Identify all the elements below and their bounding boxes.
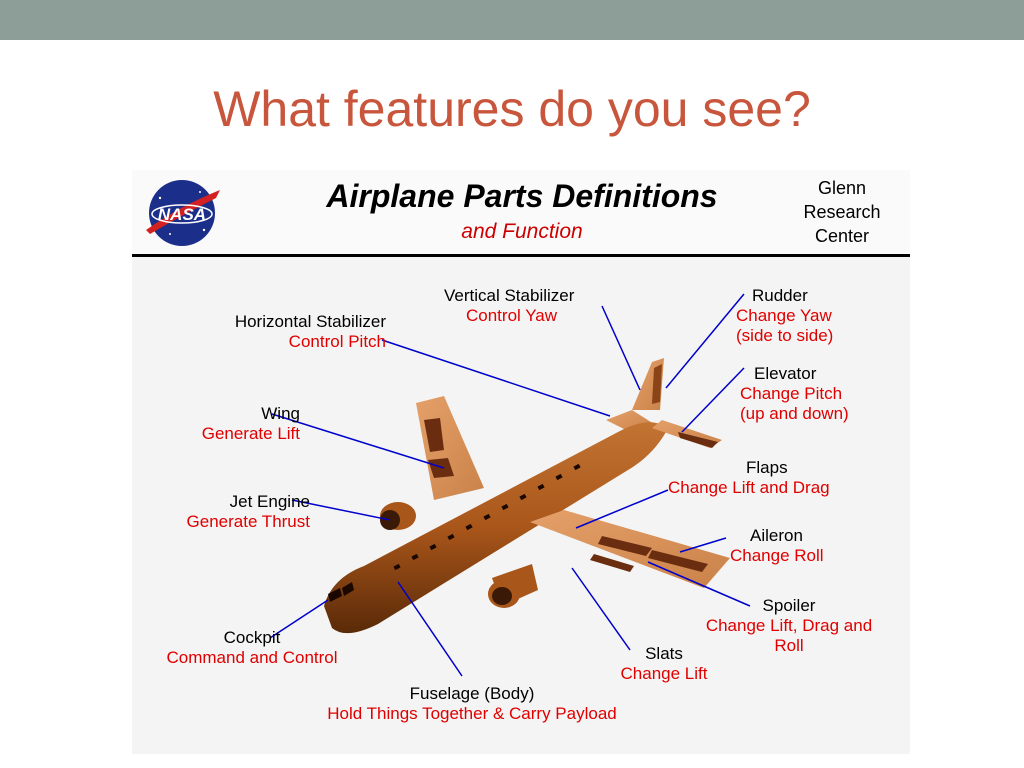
- passenger-windows: [393, 463, 581, 571]
- label-jet-engine: Jet Engine Generate Thrust: [186, 492, 310, 531]
- upper-wing: [416, 396, 484, 500]
- airplane-diagram: NASA Airplane Parts Definitions and Func…: [132, 170, 910, 754]
- cockpit-windows: [328, 588, 342, 602]
- label-aileron: Aileron Change Roll: [730, 526, 824, 565]
- slide-top-bar: [0, 0, 1024, 40]
- label-cockpit: Cockpit Command and Control: [166, 628, 338, 667]
- glenn-research-center-label: Glenn Research Center: [803, 178, 881, 246]
- airplane-illustration: [269, 293, 751, 677]
- diagram-subtitle: and Function: [461, 220, 583, 243]
- label-vertical-stabilizer: Vertical Stabilizer Control Yaw: [444, 286, 575, 325]
- label-elevator: Elevator Change Pitch (up and down): [740, 364, 849, 423]
- label-fuselage: Fuselage (Body) Hold Things Together & C…: [327, 684, 617, 723]
- nasa-logo-icon: NASA: [146, 180, 220, 246]
- label-slats: Slats Change Lift: [620, 644, 708, 683]
- fuselage: [324, 422, 666, 634]
- nasa-logo-text: NASA: [158, 205, 206, 224]
- label-wing: Wing Generate Lift: [201, 404, 300, 443]
- label-rudder: Rudder Change Yaw (side to side): [736, 286, 834, 345]
- diagram-header: [132, 170, 910, 254]
- slide-title: What features do you see?: [213, 81, 811, 137]
- header-divider: [132, 254, 910, 257]
- diagram-title: Airplane Parts Definitions: [326, 178, 718, 214]
- leader-lines: [269, 293, 751, 677]
- label-spoiler: Spoiler Change Lift, Drag and Roll: [705, 596, 873, 655]
- label-flaps: Flaps Change Lift and Drag: [668, 458, 830, 497]
- label-horizontal-stabilizer: Horizontal Stabilizer Control Pitch: [234, 312, 386, 351]
